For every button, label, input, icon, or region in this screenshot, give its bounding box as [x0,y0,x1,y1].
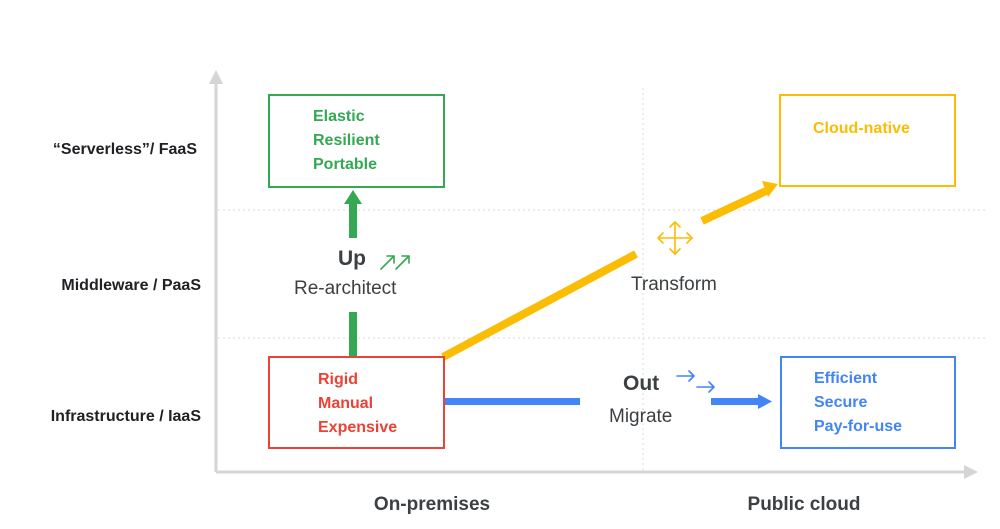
up-bar-lower [349,312,357,356]
out-bar-right [711,398,761,405]
out-bar-left [443,398,580,405]
column-label-on-premises: On-premises [374,494,490,515]
box-elastic: Elastic Resilient Portable [268,94,445,188]
box-efficient-line: Pay-for-use [814,418,902,435]
box-efficient-line: Secure [814,394,867,411]
box-efficient-frame [780,356,956,449]
y-axis-arrowhead [209,70,223,84]
box-cloud-native-frame [779,94,956,187]
up-label: Up [338,247,366,270]
diagonal-double-arrow-icon [380,255,410,270]
out-path: Out Migrate [443,370,772,427]
row-label-serverless: “Serverless”/ FaaS [53,141,197,158]
box-cloud-native: Cloud-native [779,94,956,187]
row-label-infrastructure: Infrastructure / IaaS [51,408,202,425]
box-rigid-line: Expensive [318,419,397,436]
migrate-label: Migrate [609,406,672,427]
axes [209,70,978,479]
gridlines [218,88,985,470]
up-path: Up Re-architect [294,190,410,356]
up-arrowhead [344,190,362,204]
box-rigid-line: Manual [318,395,373,412]
box-efficient-line: Efficient [814,370,878,387]
box-elastic-line: Elastic [313,108,365,125]
transform-label: Transform [631,274,717,295]
box-elastic-line: Portable [313,156,377,173]
transform-arrowhead [762,181,778,197]
box-efficient: Efficient Secure Pay-for-use [780,356,956,449]
four-way-arrows-icon [657,221,693,255]
row-label-middleware: Middleware / PaaS [61,277,201,294]
box-rigid-line: Rigid [318,371,358,388]
box-cloud-native-line: Cloud-native [813,120,910,137]
transform-line-upper [700,187,768,225]
box-rigid-frame [268,356,445,449]
re-architect-label: Re-architect [294,278,397,299]
out-label: Out [623,372,659,395]
column-label-public-cloud: Public cloud [748,494,861,515]
up-bar-upper [349,202,357,238]
box-elastic-frame [268,94,445,188]
transform-line-lower [441,250,638,361]
x-axis-arrowhead [964,465,978,479]
box-elastic-line: Resilient [313,132,380,149]
transform-path: Transform [441,181,778,361]
right-double-arrow-icon [676,370,715,393]
box-rigid: Rigid Manual Expensive [268,356,445,449]
out-arrowhead [758,394,772,409]
